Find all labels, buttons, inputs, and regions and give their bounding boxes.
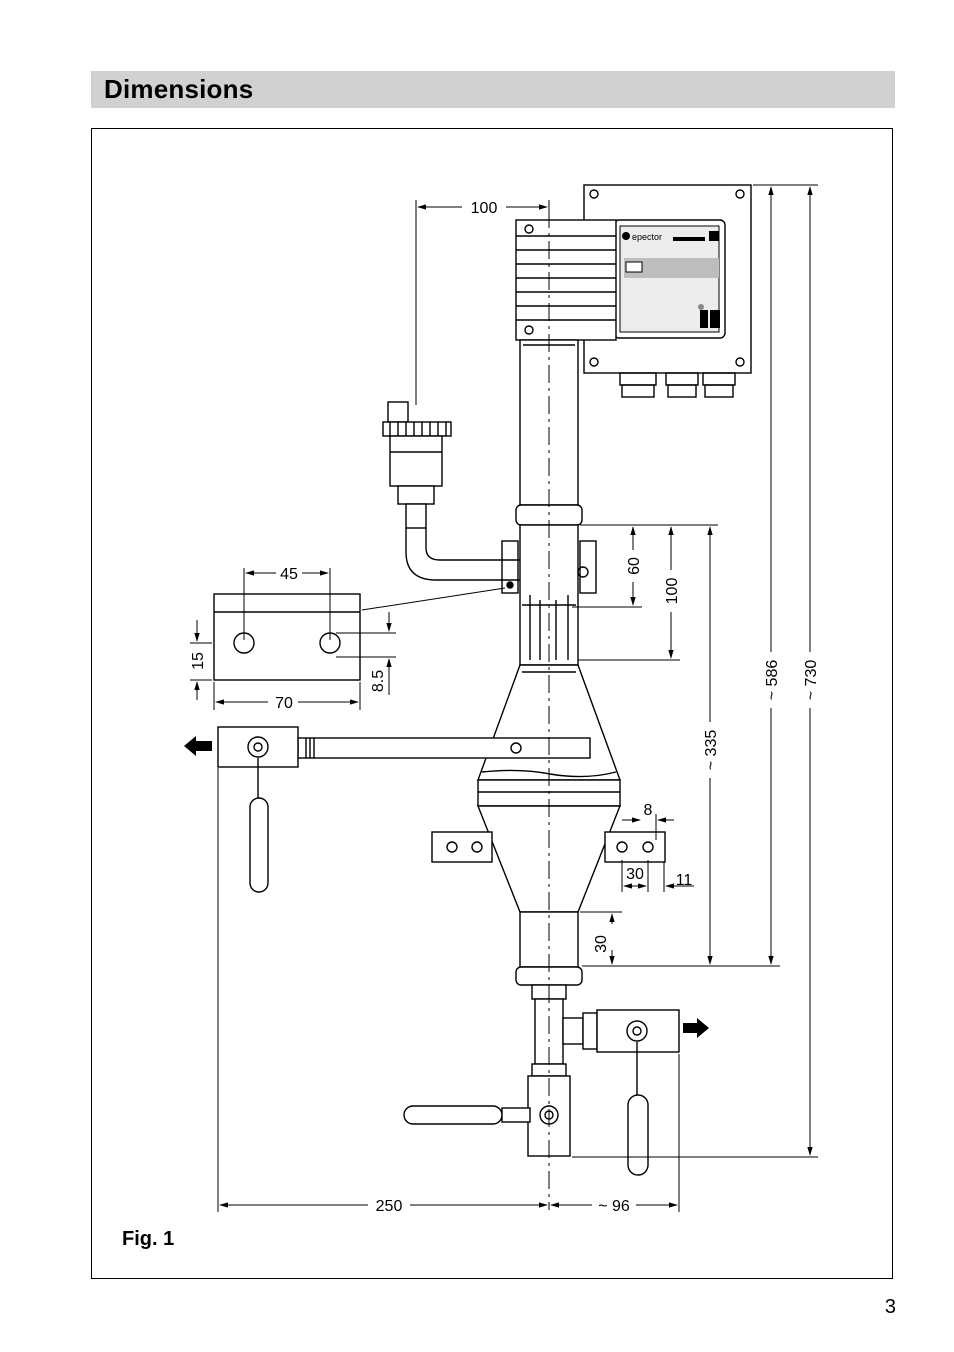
air-vent-valve: [382, 401, 520, 581]
dim-11: 11: [676, 872, 693, 889]
figure-frame: [91, 128, 893, 1279]
dim-60: 60: [626, 557, 643, 575]
dim-96: ~ 96: [598, 1198, 630, 1215]
dim-335: ~ 335: [703, 730, 720, 771]
left-inlet-valve: [217, 726, 591, 893]
dim-250: 250: [376, 1198, 403, 1215]
brand-label: epector: [632, 232, 662, 242]
figure-caption: Fig. 1: [122, 1228, 175, 1250]
dim-30-lower: 30: [593, 935, 610, 953]
dim-15: 15: [190, 652, 207, 670]
dim-8-5: 8.5: [370, 670, 387, 692]
section-title: Dimensions: [104, 74, 254, 104]
lower-pipe: [403, 911, 598, 1157]
section-header-bar: Dimensions: [91, 71, 895, 108]
page-number: 3: [884, 1296, 896, 1318]
dim-586: ~ 586: [764, 660, 781, 701]
right-outlet-valve: [596, 1009, 680, 1176]
dim-730: ~ 730: [803, 660, 820, 701]
dim-45: 45: [280, 566, 298, 583]
dim-100-side: 100: [664, 578, 681, 605]
dim-70: 70: [275, 695, 293, 712]
clamp-plate-detail: [213, 587, 506, 681]
sensor-head: [515, 219, 617, 341]
controller-housing: [583, 184, 752, 398]
dim-8: 8: [644, 802, 653, 819]
dim-30-mount: 30: [626, 866, 644, 883]
dim-100-top: 100: [471, 200, 498, 217]
